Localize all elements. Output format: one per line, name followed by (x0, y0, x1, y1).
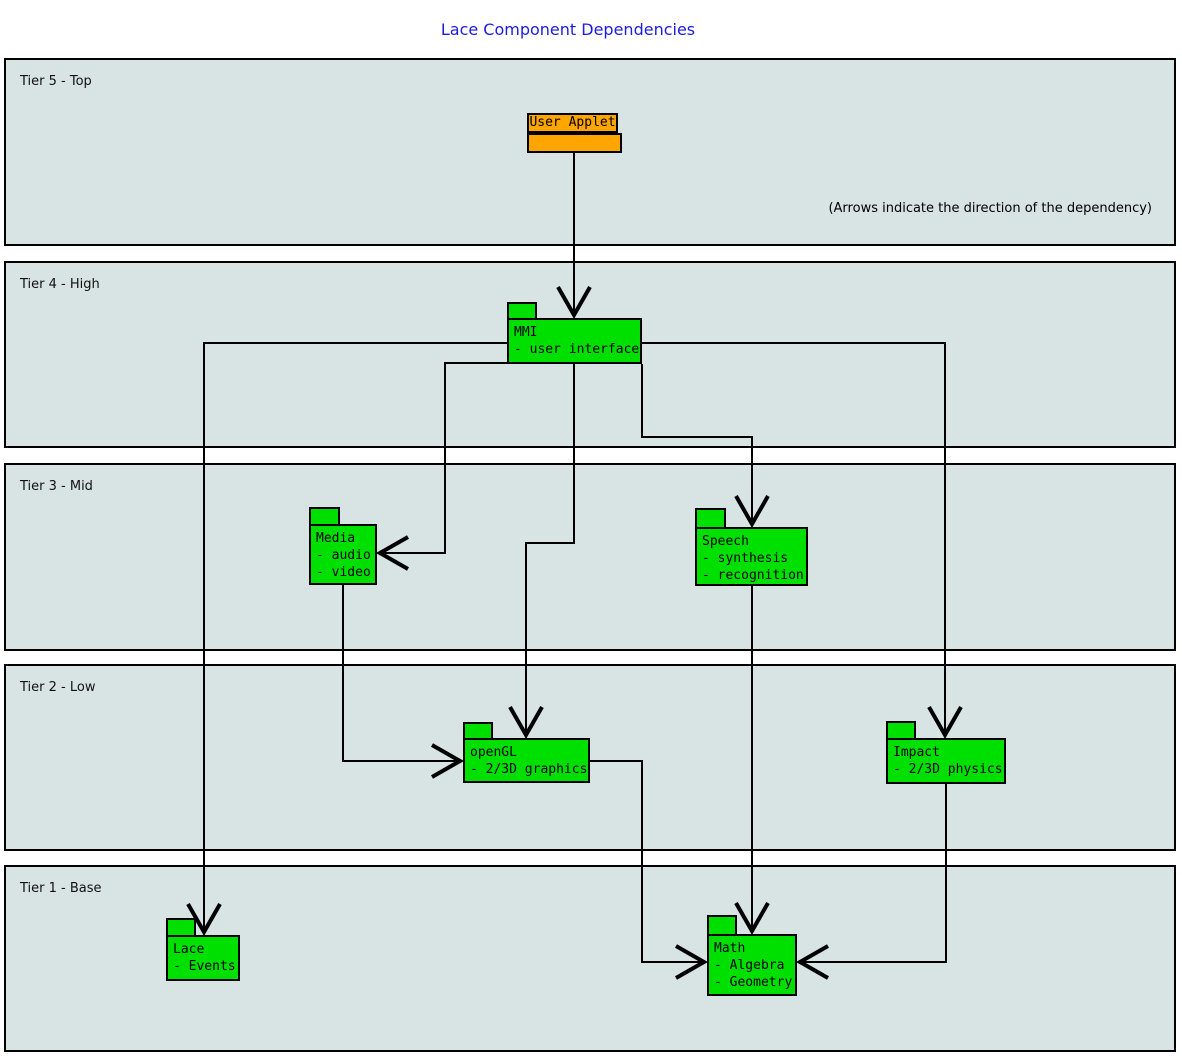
user-applet-label-box: User Applet (527, 113, 618, 133)
tier-band-3: Tier 3 - Mid (4, 463, 1176, 651)
node-detail: - audio (316, 548, 371, 563)
node-detail: - Geometry (714, 975, 793, 990)
node-title: Lace (173, 942, 205, 957)
tier-label-2: Tier 2 - Low (20, 680, 96, 695)
node-detail: - user interface (514, 342, 640, 357)
node-detail: - Algebra (714, 958, 785, 973)
node-detail: - recognition (702, 568, 804, 583)
node-title: Speech (702, 534, 749, 549)
package-body: Impact - 2/3D physics (886, 738, 1006, 784)
tier-label-1: Tier 1 - Base (20, 881, 102, 896)
node-detail: - Events (173, 959, 236, 974)
user-applet-body-box (527, 133, 622, 153)
arrow-direction-note: (Arrows indicate the direction of the de… (828, 201, 1152, 216)
tier-label-5: Tier 5 - Top (20, 74, 92, 89)
node-detail: - synthesis (702, 551, 789, 566)
node-detail: - 2/3D physics (893, 762, 1003, 777)
node-title: openGL (470, 745, 517, 760)
package-body: Math - Algebra - Geometry (707, 934, 797, 996)
package-body: MMI - user interface (507, 318, 642, 364)
node-user-applet: User Applet (527, 113, 622, 153)
node-title: MMI (514, 325, 538, 340)
diagram-title: Lace Component Dependencies (440, 20, 696, 39)
node-title: Impact (893, 745, 940, 760)
node-detail: - video (316, 565, 371, 580)
package-body: Speech - synthesis - recognition (695, 527, 808, 586)
tier-label-3: Tier 3 - Mid (20, 479, 93, 494)
node-detail: - 2/3D graphics (470, 762, 588, 777)
package-body: Lace - Events (166, 935, 240, 981)
package-body: openGL - 2/3D graphics (463, 738, 590, 783)
package-tab (707, 915, 737, 936)
node-title: Math (714, 941, 746, 956)
package-body: Media - audio - video (309, 524, 377, 585)
package-tab (695, 508, 726, 529)
tier-label-4: Tier 4 - High (20, 277, 100, 292)
node-title: Media (316, 531, 356, 546)
